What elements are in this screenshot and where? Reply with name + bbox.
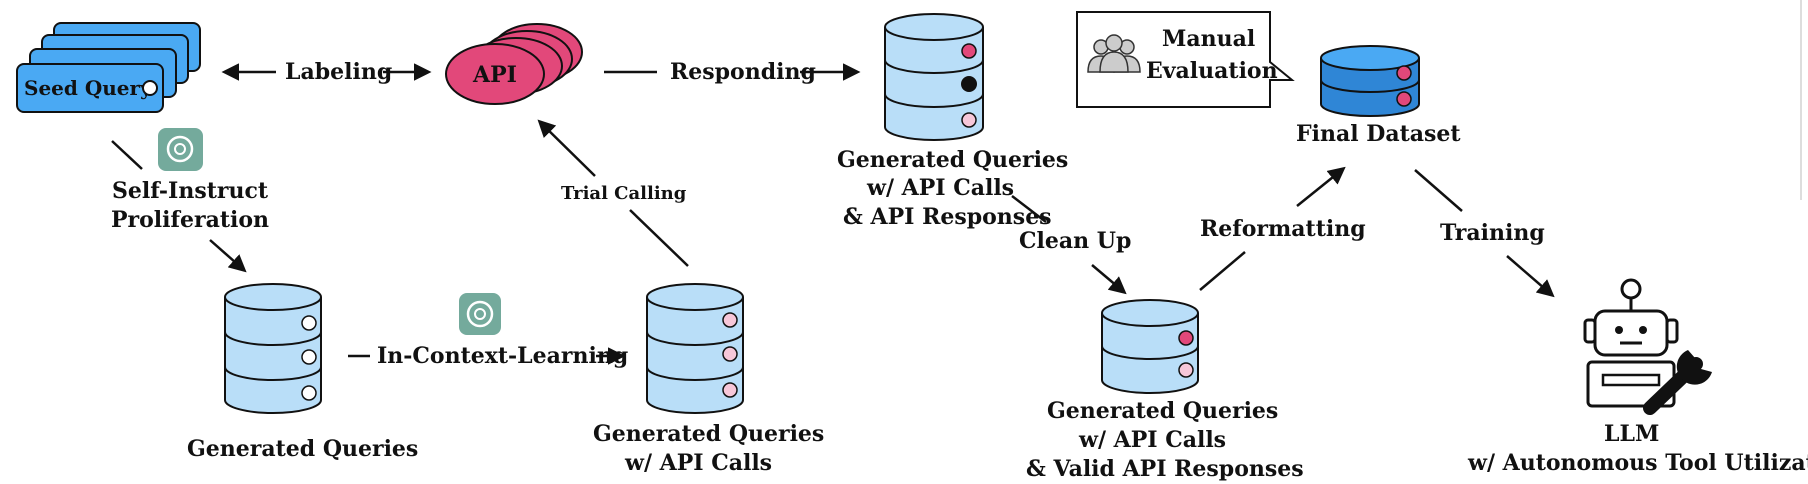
edge-clean-up: Clean Up: [1019, 228, 1131, 254]
db-valid-responses-icon: [1101, 299, 1199, 394]
seed-query-card: [16, 63, 164, 113]
db-responses-label-3: & API Responses: [843, 204, 1052, 230]
manual-eval-label-2: Evaluation: [1146, 58, 1278, 84]
db-responses-icon: [884, 13, 984, 141]
edge-trial-calling: Trial Calling: [561, 183, 687, 204]
final-dataset-label: Final Dataset: [1296, 121, 1461, 147]
edge-responding: Responding: [670, 59, 816, 85]
edge-in-context: In-Context-Learning: [377, 343, 628, 369]
llm-label-1: LLM: [1604, 421, 1659, 447]
seed-hole-icon: [142, 80, 158, 96]
seed-query-stack: Seed Query: [16, 22, 201, 113]
robot-icon: [1583, 278, 1679, 408]
reformatting-line: [1199, 251, 1246, 291]
db-api-calls-label-2: w/ API Calls: [624, 450, 772, 476]
db-responses-label-1: Generated Queries: [837, 147, 1068, 173]
db-valid-label-3: & Valid API Responses: [1026, 456, 1304, 482]
self-instruct-arrow: [209, 239, 247, 273]
final-dataset-icon: [1320, 45, 1420, 117]
reformatting-arrow: [1296, 166, 1346, 207]
api-ellipse: [445, 43, 545, 105]
self-instruct-line: [111, 140, 143, 170]
db-generated-queries-label: Generated Queries: [187, 436, 418, 462]
trial-calling-line: [629, 209, 689, 267]
chatgpt-icon-2: [459, 293, 501, 335]
training-line: [1414, 169, 1463, 212]
db-generated-queries-icon: [224, 283, 322, 414]
edge-self-instruct-2: Proliferation: [111, 207, 269, 233]
edge-training: Training: [1440, 220, 1545, 246]
api-label: API: [472, 62, 517, 88]
edge-reformatting: Reformatting: [1200, 216, 1366, 242]
db-valid-label-2: w/ API Calls: [1078, 427, 1226, 453]
trial-calling-arrow: [537, 119, 596, 177]
llm-label-2: w/ Autonomous Tool Utilization: [1467, 450, 1808, 476]
edge-self-instruct-1: Self-Instruct: [112, 178, 269, 204]
wrench-icon: [1643, 350, 1712, 415]
training-arrow: [1506, 255, 1555, 298]
clean-up-arrow: [1091, 264, 1127, 295]
people-icon: [1087, 34, 1141, 73]
seed-query-label: Seed Query: [24, 76, 153, 100]
right-edge-divider: [1800, 0, 1802, 200]
manual-eval-label-1: Manual: [1162, 26, 1255, 52]
clean-up-line: [1011, 195, 1047, 223]
edge-labeling: Labeling: [285, 59, 392, 85]
db-api-calls-label-1: Generated Queries: [593, 421, 824, 447]
chatgpt-icon-1: [158, 128, 203, 171]
db-api-calls-icon: [646, 283, 744, 414]
api-stack: API: [445, 23, 583, 105]
db-valid-label-1: Generated Queries: [1047, 398, 1278, 424]
manual-evaluation-callout: Manual Evaluation: [1076, 11, 1295, 108]
db-responses-label-2: w/ API Calls: [866, 175, 1014, 201]
